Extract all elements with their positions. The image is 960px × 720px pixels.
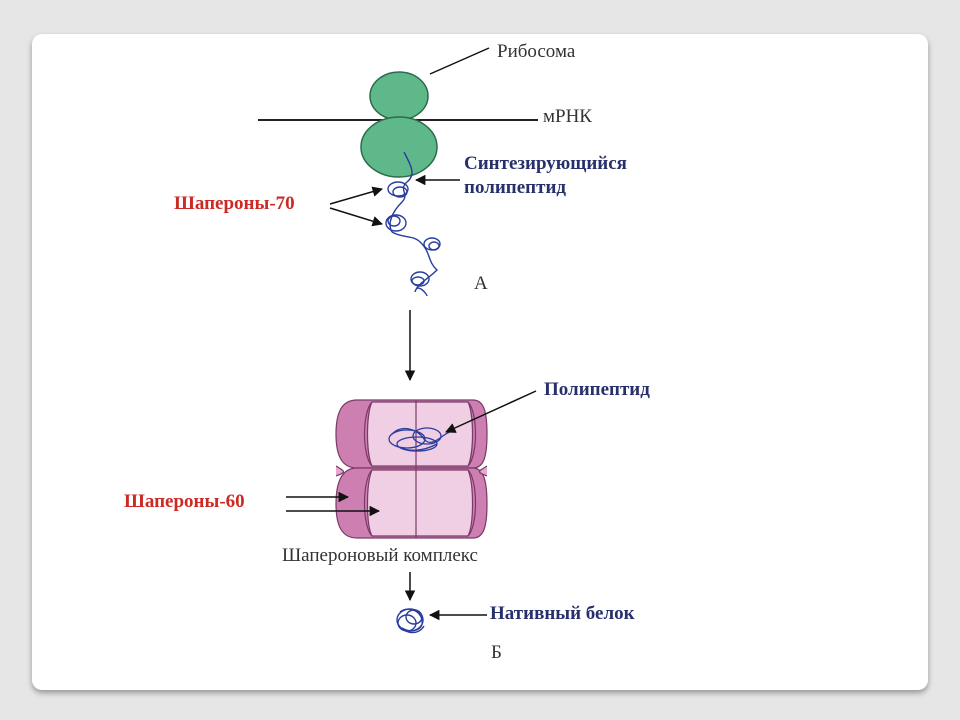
stage-b-label: Б bbox=[491, 642, 502, 663]
ribosome-pointer bbox=[429, 47, 490, 75]
nascent-polypeptide-icon bbox=[385, 151, 441, 297]
polypeptide-label: Полипептид bbox=[544, 379, 650, 400]
native-protein-icon bbox=[396, 608, 425, 634]
chaperones-70-label: Шапероны-70 bbox=[174, 193, 295, 214]
slide: Рибосома мРНК Синтезирующийся полипептид… bbox=[32, 34, 928, 690]
polypeptide-pointer bbox=[445, 390, 537, 433]
synthesizing-polypeptide-label-line1: Синтезирующийся bbox=[464, 153, 627, 174]
polypeptide-in-complex-icon bbox=[388, 427, 451, 452]
chaperones70-arrow-1 bbox=[329, 186, 384, 205]
diagram bbox=[258, 47, 538, 634]
chaperones-60-label: Шапероны-60 bbox=[124, 491, 245, 512]
ribosome-icon bbox=[360, 71, 438, 178]
ribosome-label: Рибосома bbox=[497, 41, 576, 62]
synthesizing-polypeptide-label-line2: полипептид bbox=[464, 177, 567, 198]
chaperone-complex-label: Шапероновый комплекс bbox=[282, 545, 478, 566]
chaperones70-arrow-2 bbox=[329, 207, 384, 227]
chaperone-complex-icon bbox=[335, 399, 488, 539]
mrna-label: мРНК bbox=[543, 106, 592, 127]
stage-a-label: А bbox=[474, 273, 488, 294]
native-protein-label: Нативный белок bbox=[490, 603, 635, 624]
